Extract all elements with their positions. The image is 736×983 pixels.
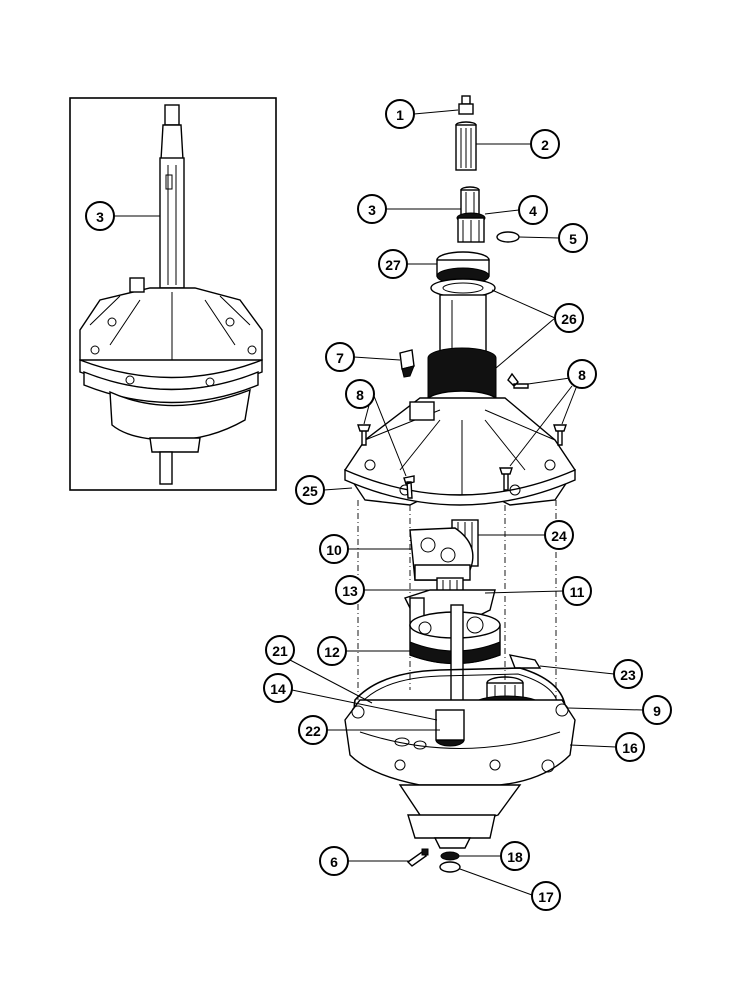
svg-text:14: 14: [270, 681, 286, 697]
callout-2: 2: [476, 129, 560, 159]
callout-4: 4: [484, 195, 548, 225]
svg-text:24: 24: [551, 528, 567, 544]
callout-5: 5: [518, 223, 588, 253]
svg-text:2: 2: [541, 137, 549, 153]
svg-text:13: 13: [342, 583, 358, 599]
callout-12: 12: [317, 636, 410, 666]
callout-9: 9: [567, 695, 672, 725]
callout-10: 10: [319, 534, 412, 564]
part-3-shaft-top: [456, 186, 486, 243]
svg-text:6: 6: [330, 854, 338, 870]
part-17-o-ring: [439, 861, 461, 873]
part-1-bolt: [458, 95, 474, 115]
callout-25: 25: [295, 475, 353, 505]
svg-text:17: 17: [538, 889, 554, 905]
callout-8-right: 8: [509, 359, 597, 467]
callout-7: 7: [325, 342, 401, 372]
svg-text:26: 26: [561, 311, 577, 327]
callout-1: 1: [385, 99, 459, 129]
svg-text:8: 8: [356, 387, 364, 403]
callout-3: 3: [357, 194, 461, 224]
part-25-gear-case-cover: [344, 397, 576, 506]
svg-text:18: 18: [507, 849, 523, 865]
part-7-plug: [399, 349, 415, 378]
part-16-gear-case-housing: [344, 699, 576, 849]
svg-text:9: 9: [653, 703, 661, 719]
svg-text:5: 5: [569, 231, 577, 247]
callout-18: 18: [459, 841, 530, 871]
part-23-bracket: [508, 654, 542, 669]
svg-text:11: 11: [570, 584, 585, 600]
callout-6: 6: [319, 846, 410, 876]
part-18-washer: [440, 851, 460, 861]
svg-text:16: 16: [622, 740, 638, 756]
callout-26: 26: [491, 289, 584, 369]
part-6-screw: [406, 848, 429, 867]
inset-assembled-view: [69, 97, 277, 491]
callout-inset-3: 3: [85, 201, 160, 231]
svg-text:1: 1: [396, 107, 404, 123]
svg-text:4: 4: [529, 203, 537, 219]
part-2-spline-sleeve: [455, 121, 477, 171]
svg-text:3: 3: [96, 209, 104, 225]
callout-21: 21: [265, 635, 373, 704]
callout-8-left: 8: [345, 379, 407, 477]
callout-24: 24: [478, 520, 574, 550]
part-8-screws: [357, 372, 567, 499]
callout-23: 23: [539, 659, 643, 689]
callout-27: 27: [378, 249, 437, 279]
callout-14: 14: [263, 673, 438, 721]
svg-text:21: 21: [272, 643, 288, 659]
center-shaft: [450, 604, 464, 716]
callout-17: 17: [459, 868, 561, 911]
svg-text:25: 25: [302, 483, 318, 499]
svg-text:27: 27: [385, 257, 401, 273]
part-5-o-ring: [496, 231, 520, 243]
svg-text:10: 10: [326, 542, 342, 558]
part-10-cam-gear: [409, 527, 474, 581]
svg-text:7: 7: [336, 350, 344, 366]
svg-text:3: 3: [368, 202, 376, 218]
part-26-seal-upper: [430, 278, 496, 298]
svg-text:23: 23: [620, 667, 636, 683]
svg-text:12: 12: [324, 644, 340, 660]
callout-16: 16: [569, 732, 645, 762]
callout-22: 22: [298, 715, 440, 745]
callout-13: 13: [335, 575, 438, 605]
part-27-collar: [436, 251, 490, 285]
svg-text:8: 8: [578, 367, 586, 383]
callout-11: 11: [484, 576, 592, 606]
svg-text:22: 22: [305, 723, 321, 739]
